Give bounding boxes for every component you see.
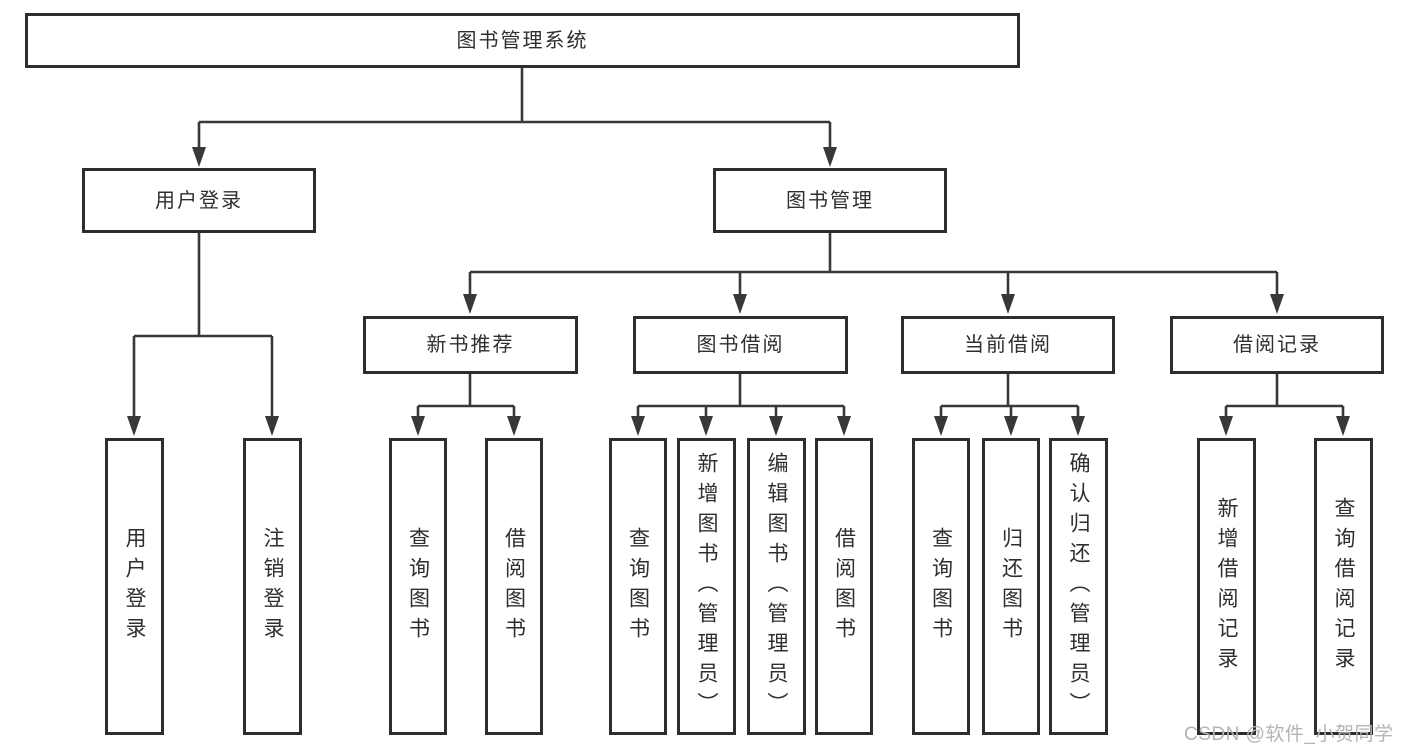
leaf-confirm-return-admin: 确认归还（管理员） [1049, 438, 1108, 735]
connector-book-borrow [631, 374, 851, 436]
leaf-confirm-return-admin-label: 确认归还（管理员） [1067, 451, 1090, 722]
node-book-management: 图书管理 [713, 168, 947, 233]
leaf-add-books-admin-label: 新增图书（管理员） [695, 451, 718, 722]
leaf-borrow-books: 借阅图书 [815, 438, 873, 735]
node-user-login-label: 用户登录 [155, 189, 243, 212]
node-book-borrow-label: 图书借阅 [696, 334, 785, 356]
node-new-book-recommend: 新书推荐 [363, 316, 578, 374]
leaf-borrow-query-books: 查询图书 [609, 438, 667, 735]
leaf-edit-books-admin: 编辑图书（管理员） [747, 438, 806, 735]
node-book-borrow: 图书借阅 [633, 316, 848, 374]
leaf-add-books-admin: 新增图书（管理员） [677, 438, 736, 735]
node-book-management-label: 图书管理 [786, 189, 874, 212]
connector-current-borrow [934, 374, 1085, 436]
node-borrow-records: 借阅记录 [1170, 316, 1384, 374]
connector-borrow-records [1219, 374, 1350, 436]
leaf-add-borrow-record: 新增借阅记录 [1197, 438, 1256, 735]
connector-new-book-recommend [411, 374, 521, 436]
leaf-recommend-borrow-books: 借阅图书 [485, 438, 543, 735]
watermark: CSDN @软件_小贺同学 [1184, 724, 1394, 745]
leaf-recommend-query-books-label: 查询图书 [406, 526, 430, 647]
node-root-label: 图书管理系统 [456, 29, 589, 52]
leaf-logout-label: 注销登录 [261, 526, 284, 647]
leaf-edit-books-admin-label: 编辑图书（管理员） [765, 451, 788, 722]
leaf-borrow-query-books-label: 查询图书 [626, 526, 650, 647]
leaf-borrow-books-label: 借阅图书 [832, 526, 856, 647]
node-current-borrow: 当前借阅 [901, 316, 1115, 374]
leaf-recommend-query-books: 查询图书 [389, 438, 447, 735]
node-current-borrow-label: 当前借阅 [964, 334, 1052, 356]
leaf-recommend-borrow-books-label: 借阅图书 [502, 526, 526, 647]
node-user-login: 用户登录 [82, 168, 316, 233]
leaf-current-query-books: 查询图书 [912, 438, 970, 735]
connector-root-to-level2 [192, 68, 837, 167]
leaf-user-login: 用户登录 [105, 438, 164, 735]
leaf-query-borrow-record: 查询借阅记录 [1314, 438, 1373, 735]
leaf-current-query-books-label: 查询图书 [929, 526, 953, 647]
leaf-return-books: 归还图书 [982, 438, 1040, 735]
node-borrow-records-label: 借阅记录 [1233, 334, 1321, 356]
leaf-user-login-label: 用户登录 [123, 526, 146, 647]
leaf-query-borrow-record-label: 查询借阅记录 [1332, 496, 1355, 677]
connector-book-management [463, 233, 1284, 314]
leaf-add-borrow-record-label: 新增借阅记录 [1215, 496, 1238, 677]
node-root: 图书管理系统 [25, 13, 1020, 68]
connector-user-login [127, 233, 279, 436]
leaf-logout: 注销登录 [243, 438, 302, 735]
leaf-return-books-label: 归还图书 [999, 526, 1023, 647]
node-new-book-recommend-label: 新书推荐 [426, 334, 515, 356]
